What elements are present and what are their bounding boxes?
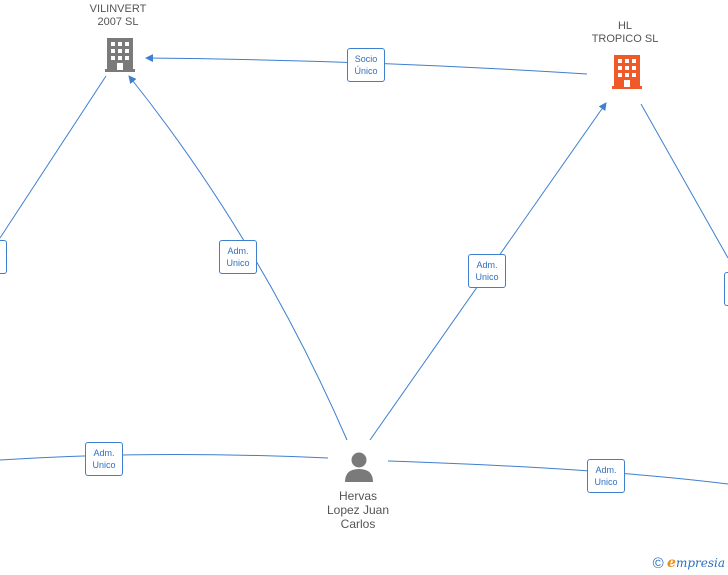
edge-label-socio-unico[interactable]: Socio Único bbox=[347, 48, 385, 82]
edge-vilinvert-to-left bbox=[0, 75, 107, 239]
node-label-hervas[interactable]: Hervas Lopez Juan Carlos bbox=[326, 489, 390, 531]
edge-label-clipped-left[interactable] bbox=[0, 240, 7, 274]
empresia-logo: empresia bbox=[667, 555, 725, 571]
edge-label-clipped-right[interactable] bbox=[724, 272, 728, 306]
copyright-symbol: © bbox=[652, 555, 664, 572]
edge-hervas-to-right bbox=[387, 460, 728, 485]
building-icon[interactable] bbox=[612, 55, 642, 89]
building-icon[interactable] bbox=[105, 38, 135, 72]
edge-label-adm-unico-vilinvert[interactable]: Adm. Unico bbox=[219, 240, 257, 274]
node-label-hl-tropico[interactable]: HL TROPICO SL bbox=[591, 20, 659, 45]
edge-label-adm-unico-tropico[interactable]: Adm. Unico bbox=[468, 254, 506, 288]
edge-label-adm-unico-left[interactable]: Adm. Unico bbox=[85, 442, 123, 476]
edge-label-adm-unico-right[interactable]: Adm. Unico bbox=[587, 459, 625, 493]
person-icon[interactable] bbox=[345, 452, 373, 483]
empresia-watermark[interactable]: © empresia bbox=[653, 555, 725, 572]
node-label-vilinvert[interactable]: VILINVERT 2007 SL bbox=[89, 3, 147, 28]
edge-hervas-to-left bbox=[0, 453, 329, 461]
edge-tropico-to-right bbox=[640, 103, 728, 259]
